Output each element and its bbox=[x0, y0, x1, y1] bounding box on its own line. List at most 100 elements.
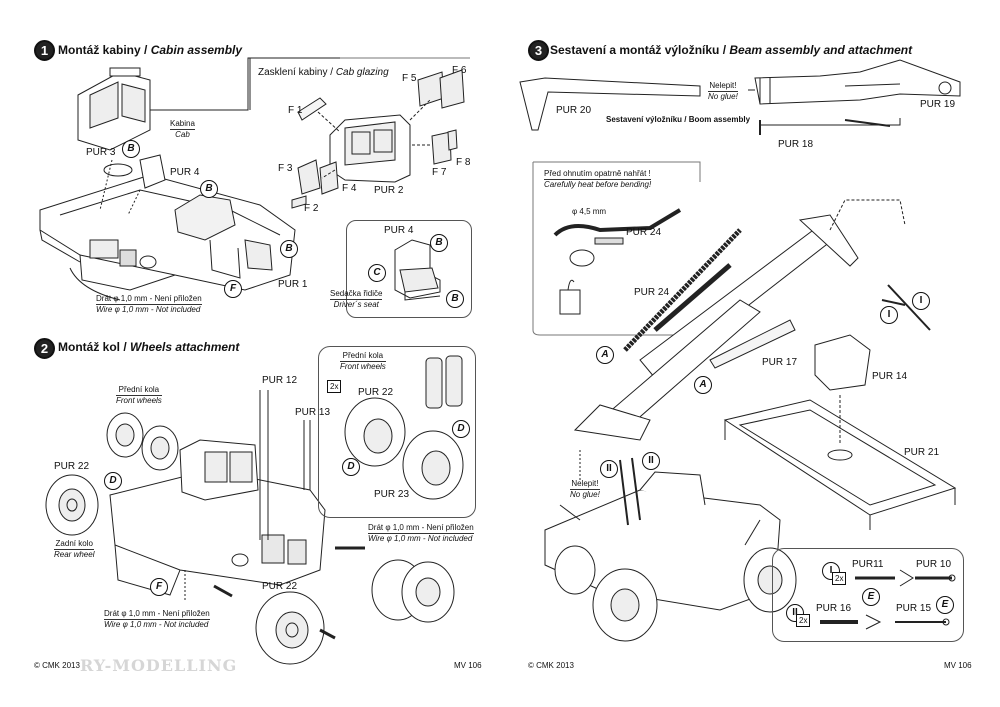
pur19-label: PUR 19 bbox=[920, 99, 956, 110]
driver-seat-box bbox=[346, 220, 472, 318]
step-3-title: Sestavení a montáž výložníku / Beam asse… bbox=[550, 44, 912, 56]
no-glue-cz: Nelepit! bbox=[708, 81, 738, 92]
f4-label: F 4 bbox=[342, 183, 357, 194]
no-glue-note: Nelepit! No glue! bbox=[708, 82, 738, 101]
qty-badge: 2x bbox=[327, 380, 342, 393]
step2-truck-drawing bbox=[45, 355, 464, 665]
pur17-label: PUR 17 bbox=[762, 357, 798, 368]
pur4-label: PUR 4 bbox=[170, 167, 200, 178]
step2-wire-en: Wire φ 1,0 mm - Not included bbox=[368, 534, 473, 543]
pur20-label: PUR 20 bbox=[556, 105, 592, 116]
pur23-label: PUR 23 bbox=[374, 489, 410, 500]
step2-wire-note: Drát φ 1,0 mm - Není přiložen Wire φ 1,0… bbox=[368, 524, 474, 543]
marker-c: C bbox=[368, 264, 386, 282]
left-footer-copyright: © CMK 2013 bbox=[34, 661, 80, 670]
step1-chassis-drawing bbox=[39, 57, 340, 301]
heat-note: Před ohnutím opatrně nahřát ! Carefully … bbox=[544, 169, 652, 189]
pur1-label: PUR 1 bbox=[278, 279, 308, 290]
pur22-bottom-label: PUR 22 bbox=[262, 581, 298, 592]
left-footer-code: MV 106 bbox=[454, 661, 482, 670]
marker-a: A bbox=[694, 376, 712, 394]
front-wheels-box-caption: Přední kola Front wheels bbox=[340, 352, 386, 371]
no-glue2-cz: Nelepit! bbox=[570, 479, 600, 490]
seat-caption-cz: Sedačka řidiče bbox=[330, 289, 383, 300]
marker-b: B bbox=[122, 140, 140, 158]
rod-parts-box bbox=[772, 548, 964, 642]
f7-label: F 7 bbox=[432, 167, 447, 178]
marker-b: B bbox=[280, 240, 298, 258]
pur14-label: PUR 14 bbox=[872, 371, 908, 382]
heat-cz: Před ohnutím opatrně nahřát ! bbox=[544, 169, 652, 180]
front-wheels-en: Front wheels bbox=[116, 396, 162, 405]
right-footer-copyright: © CMK 2013 bbox=[528, 661, 574, 670]
f1-label: F 1 bbox=[288, 105, 303, 116]
pur10-label: PUR 10 bbox=[916, 559, 952, 570]
marker-d: D bbox=[342, 458, 360, 476]
seat-caption: Sedačka řidiče Driver´s seat bbox=[330, 289, 383, 309]
rear-wheel-caption: Zadní kolo Rear wheel bbox=[54, 539, 95, 559]
marker-roman-1: I bbox=[880, 306, 898, 324]
marker-roman-2: II bbox=[600, 460, 618, 478]
step-1-title: Montáž kabiny / Cabin assembly bbox=[58, 44, 242, 56]
marker-roman-2: II bbox=[642, 452, 660, 470]
kabina-cz: Kabina bbox=[170, 119, 195, 130]
step2-wire2-en: Wire φ 1,0 mm - Not included bbox=[104, 620, 209, 629]
step-3-title-cz: Sestavení a montáž výložníku / bbox=[550, 43, 730, 57]
pur11-label: PUR11 bbox=[852, 559, 884, 570]
glazing-title-en: Cab glazing bbox=[335, 67, 389, 78]
step2-wire-cz: Drát φ 1,0 mm - Není přiložen bbox=[368, 523, 474, 534]
step-3-title-en: Beam assembly and attachment bbox=[729, 43, 913, 57]
rear-wheel-cz: Zadní kolo bbox=[54, 539, 95, 550]
pur16-label: PUR 16 bbox=[816, 603, 852, 614]
pur2-label: PUR 2 bbox=[374, 185, 404, 196]
marker-d: D bbox=[104, 472, 122, 490]
f3-label: F 3 bbox=[278, 163, 293, 174]
marker-b: B bbox=[200, 180, 218, 198]
step-2-title-cz: Montáž kol / bbox=[58, 340, 130, 354]
marker-d: D bbox=[452, 420, 470, 438]
diameter-label: φ 4,5 mm bbox=[572, 207, 607, 216]
seat-pur4-label: PUR 4 bbox=[384, 225, 414, 236]
step2-wire-note-2: Drát φ 1,0 mm - Není přiložen Wire φ 1,0… bbox=[104, 610, 210, 629]
kabina-en: Cab bbox=[175, 130, 190, 139]
right-footer-code: MV 106 bbox=[944, 661, 972, 670]
marker-f: F bbox=[224, 280, 242, 298]
f8-label: F 8 bbox=[456, 157, 471, 168]
pur3-label: PUR 3 bbox=[86, 147, 116, 158]
step-2-title: Montáž kol / Wheels attachment bbox=[58, 341, 239, 353]
watermark-logo: RY-MODELLING bbox=[80, 656, 238, 675]
rear-wheel-en: Rear wheel bbox=[54, 550, 95, 559]
step1-wire-en: Wire φ 1,0 mm - Not included bbox=[96, 305, 201, 314]
front-wheels-box-cz: Přední kola bbox=[340, 352, 386, 362]
front-wheels-box-en: Front wheels bbox=[340, 362, 386, 371]
glazing-title-cz: Zasklení kabiny / bbox=[258, 67, 336, 78]
no-glue-note-2: Nelepit! No glue! bbox=[570, 480, 600, 499]
f5-label: F 5 bbox=[402, 73, 417, 84]
cab-glazing-drawing bbox=[249, 57, 470, 209]
glazing-title: Zasklení kabiny / Cab glazing bbox=[258, 68, 389, 78]
pur22-rear-label: PUR 22 bbox=[54, 461, 90, 472]
step1-wire-note: Drát φ 1,0 mm - Není přiložen Wire φ 1,0… bbox=[96, 295, 202, 314]
marker-roman-1: I bbox=[912, 292, 930, 310]
seat-caption-en: Driver´s seat bbox=[333, 300, 379, 309]
f2-label: F 2 bbox=[304, 203, 319, 214]
f6-label: F 6 bbox=[452, 65, 467, 76]
no-glue2-en: No glue! bbox=[570, 490, 600, 499]
front-wheels-caption: Přední kola Front wheels bbox=[116, 386, 162, 405]
step-1-number: 1 bbox=[34, 40, 55, 61]
marker-e: E bbox=[936, 596, 954, 614]
marker-e: E bbox=[862, 588, 880, 606]
driver-seat-drawing bbox=[394, 239, 441, 301]
heat-bend-drawing bbox=[532, 161, 701, 336]
marker-f: F bbox=[150, 578, 168, 596]
step-3-number: 3 bbox=[528, 40, 549, 61]
front-wheels-cz: Přední kola bbox=[116, 386, 162, 396]
no-glue-en: No glue! bbox=[708, 92, 738, 101]
rod-parts-drawing bbox=[820, 569, 956, 630]
pur15-label: PUR 15 bbox=[896, 603, 932, 614]
kabina-label: Kabina Cab bbox=[170, 120, 195, 139]
pur13-label: PUR 13 bbox=[295, 407, 331, 418]
marker-b: B bbox=[446, 290, 464, 308]
heat-en: Carefully heat before bending! bbox=[544, 180, 652, 189]
